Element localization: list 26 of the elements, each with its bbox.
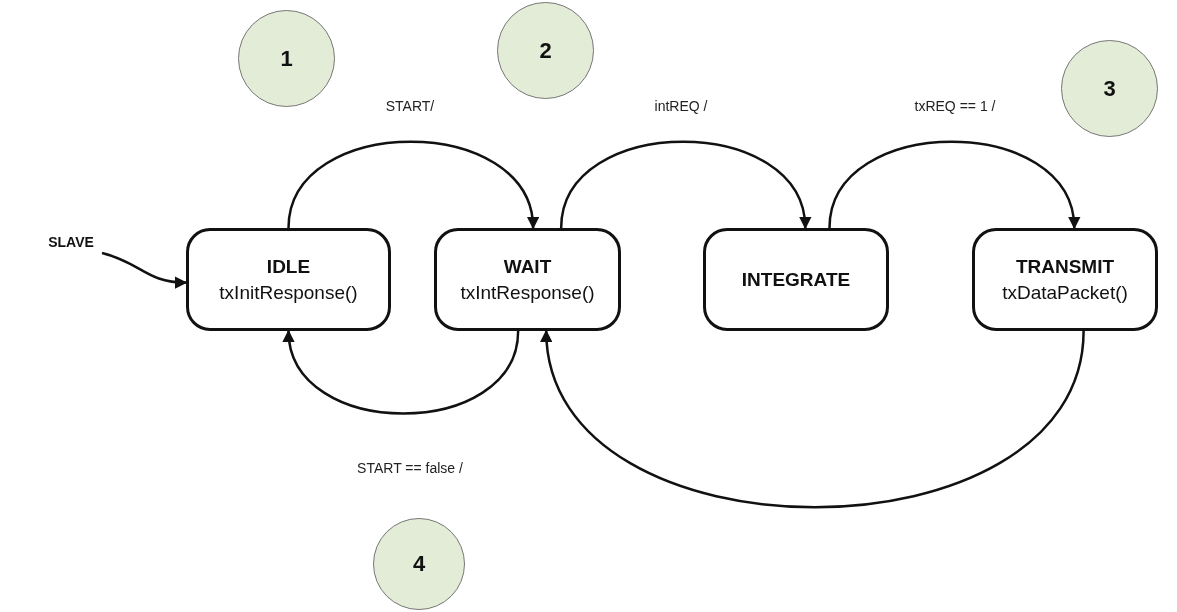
state-name: TRANSMIT: [1015, 254, 1115, 279]
start-label: SLAVE: [48, 233, 94, 252]
step-number: 1: [280, 45, 293, 72]
edge-label: intREQ /: [652, 98, 710, 114]
arrow: [828, 140, 1079, 230]
arrow: [559, 140, 810, 230]
state-name: WAIT: [503, 254, 552, 279]
state-box: [434, 228, 621, 331]
step-number: 4: [412, 551, 426, 577]
step-number: 3: [1103, 75, 1116, 102]
edge-label: START/: [383, 98, 437, 114]
action-text: txDataPacket(): [1002, 280, 1128, 305]
edge-label: START == false /: [355, 460, 465, 476]
step-number: 2: [539, 37, 552, 64]
arrow: [542, 329, 1085, 509]
state-name: INTEGRATE: [741, 267, 851, 292]
arrow: [284, 329, 520, 415]
state-name: IDLE: [266, 254, 311, 279]
arrow: [101, 251, 188, 289]
arrow: [287, 140, 538, 230]
edge-label: txREQ == 1 /: [912, 98, 998, 114]
action-text: txInitResponse(): [219, 280, 358, 305]
action-text: txIntResponse(): [460, 280, 595, 305]
state-box: [186, 228, 391, 331]
state-box: [703, 228, 889, 331]
state-box: [972, 228, 1158, 331]
